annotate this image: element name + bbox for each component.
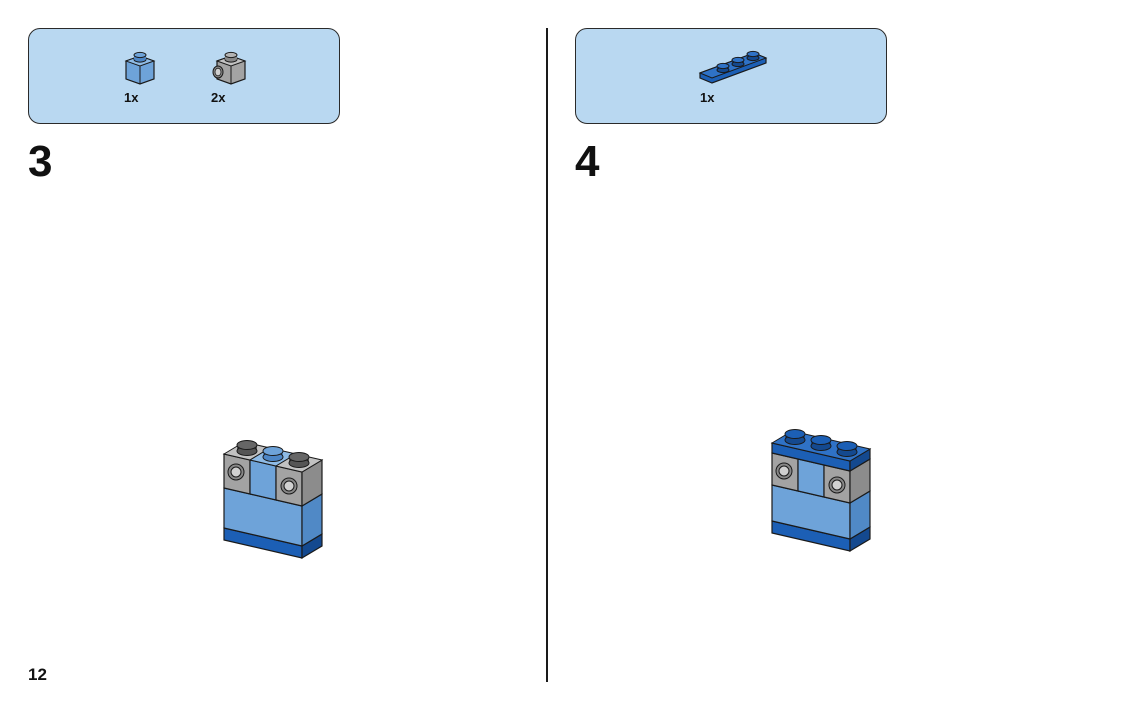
- step-3-model-illustration: [220, 436, 328, 569]
- part-qty: 2x: [211, 90, 226, 105]
- page-divider: [546, 28, 548, 682]
- part-qty: 1x: [700, 90, 715, 105]
- part-qty: 1x: [124, 90, 139, 105]
- brick-1x1-studs-side-gray-icon: [209, 51, 249, 87]
- brick-1x1-medium-blue-icon: [123, 51, 157, 87]
- page-number: 12: [28, 665, 47, 684]
- step-number: 4: [575, 137, 600, 186]
- step-number: 3: [28, 137, 53, 186]
- step-4-model-illustration: [768, 425, 876, 570]
- step-3-parts-callout: 1x 2x: [28, 28, 340, 124]
- step-4-parts-callout: 1x: [575, 28, 887, 124]
- plate-1x3-blue-icon: [696, 45, 770, 87]
